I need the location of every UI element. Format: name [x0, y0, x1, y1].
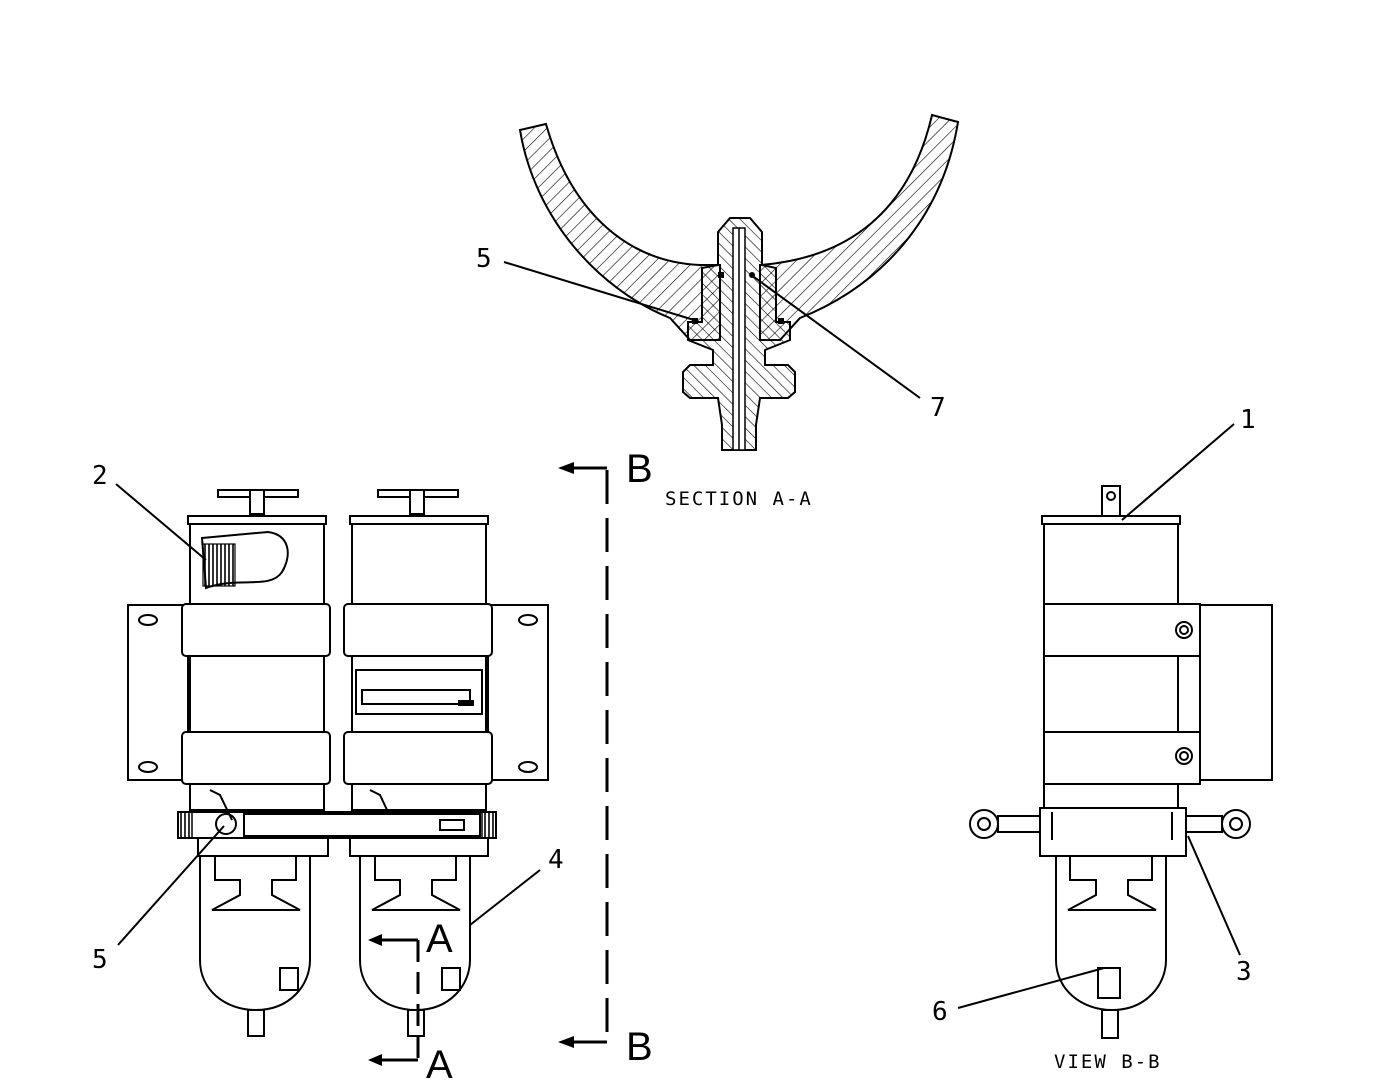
left-upper-band	[181, 603, 331, 657]
callout-5-section: 5	[476, 244, 492, 274]
callout-5-front: 5	[92, 945, 108, 975]
side-filter-head	[1039, 807, 1187, 857]
right-lower-band	[343, 731, 493, 785]
section-letter-b-bottom: B	[626, 1025, 653, 1069]
section-letter-b-top: B	[626, 447, 653, 491]
callout-3: 3	[1236, 957, 1252, 987]
seal-lower-left	[692, 318, 698, 324]
leader-6	[957, 967, 1105, 1009]
section-a-a-title: SECTION A-A	[665, 488, 813, 510]
front-view: 2 5 4 A A B B	[92, 447, 653, 1087]
seal-bore	[749, 272, 755, 278]
leader-7	[753, 276, 921, 399]
callout-6: 6	[932, 997, 948, 1027]
inlet-fitting	[997, 815, 1041, 833]
left-mounting-plate	[127, 604, 189, 781]
section-a-a-view: 5 7 SECTION A-A	[476, 113, 960, 510]
leader-5-section	[503, 261, 695, 321]
leader-4	[469, 869, 541, 926]
selector-valve	[243, 813, 481, 837]
leader-2	[115, 483, 207, 561]
seal-upper-left	[718, 272, 724, 278]
callout-7: 7	[930, 393, 946, 423]
leader-5-front	[117, 825, 225, 946]
callout-1: 1	[1240, 405, 1256, 435]
seal-lower-right	[778, 318, 784, 324]
water-sensor	[1097, 967, 1121, 999]
filter-element	[202, 543, 236, 587]
view-b-b: 1 3 6 VIEW B-B	[932, 405, 1273, 1073]
view-b-b-title: VIEW B-B	[1054, 1051, 1162, 1073]
leader-1	[1121, 423, 1235, 521]
left-lower-band	[181, 731, 331, 785]
section-letter-a-bottom: A	[426, 1043, 453, 1087]
right-filter-assembly	[343, 489, 493, 811]
side-mounting-plate	[1199, 604, 1273, 781]
leader-3	[1187, 835, 1241, 956]
nameplate	[355, 669, 483, 715]
callout-4: 4	[548, 845, 564, 875]
right-upper-band	[343, 603, 493, 657]
outlet-fitting	[1185, 815, 1223, 833]
left-filter-assembly	[181, 489, 331, 811]
section-letter-a-top: A	[426, 917, 453, 961]
right-mounting-plate	[487, 604, 549, 781]
callout-2: 2	[92, 461, 108, 491]
